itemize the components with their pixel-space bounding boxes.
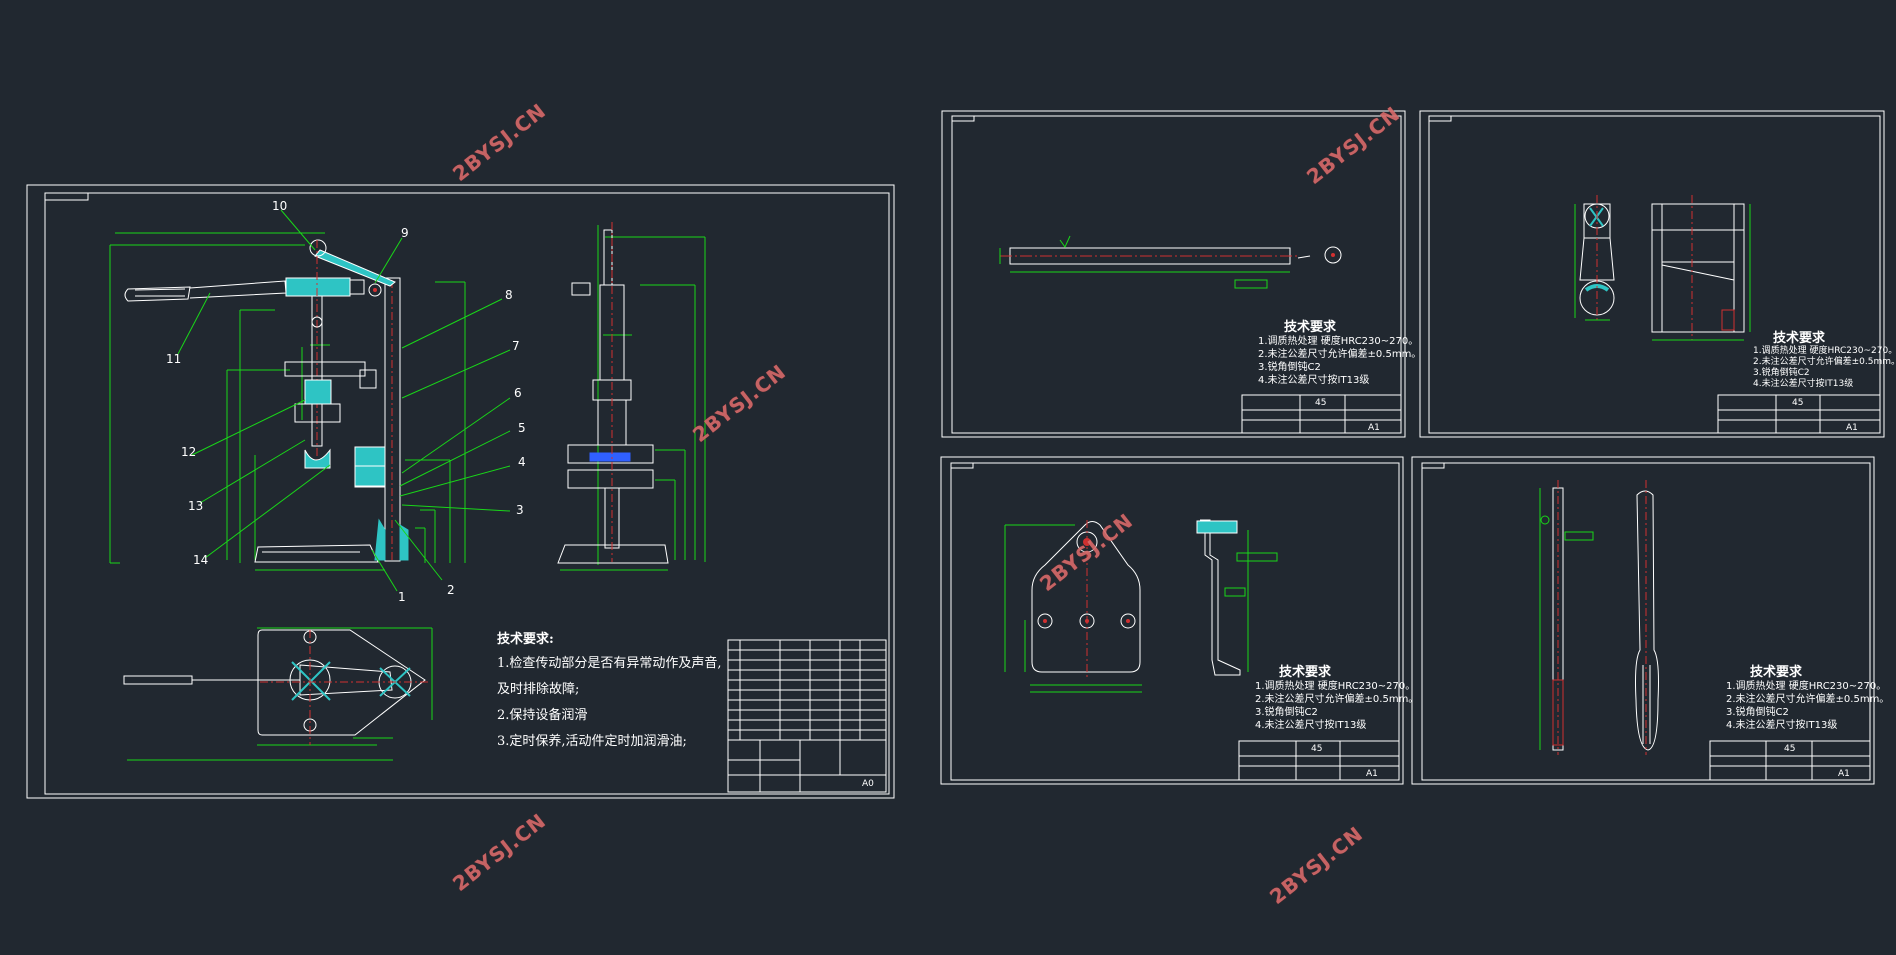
sheet-3 <box>940 456 1404 785</box>
requirements-line: 2.未注公差尺寸允许偏差±0.5mm。 <box>1255 694 1419 705</box>
requirements-line: 2.未注公差尺寸允许偏差±0.5mm。 <box>1753 357 1896 367</box>
requirements-line: 4.未注公差尺寸按IT13级 <box>1255 720 1367 731</box>
requirements-line: 4.未注公差尺寸按IT13级 <box>1753 379 1854 389</box>
requirements-line: 2.保持设备润滑 <box>497 708 588 723</box>
part-number: 13 <box>188 499 204 513</box>
requirements-line: 1.调质热处理 硬度HRC230~270。 <box>1726 681 1887 692</box>
main-technical-requirements: 技术要求: 1.检查传动部分是否有异常动作及声音, 及时排除故障; 2.保持设备… <box>497 628 722 755</box>
sheet-1-technical-requirements: 技术要求 1.调质热处理 硬度HRC230~270。 2.未注公差尺寸允许偏差±… <box>1258 316 1421 387</box>
requirements-title: 技术要求 <box>1284 320 1337 335</box>
requirements-title: 技术要求 <box>1279 665 1332 680</box>
sheet-2 <box>1419 110 1885 438</box>
part-number: 14 <box>193 553 209 567</box>
main-sheet-size: A0 <box>862 779 874 789</box>
requirements-line: 3.锐角倒钝C2 <box>1726 707 1789 718</box>
part-number: 9 <box>401 226 409 240</box>
assembly-top-view <box>123 627 433 761</box>
requirements-title: 技术要求 <box>1773 331 1826 346</box>
requirements-line: 1.调质热处理 硬度HRC230~270。 <box>1255 681 1416 692</box>
sheet-3-technical-requirements: 技术要求 1.调质热处理 硬度HRC230~270。 2.未注公差尺寸允许偏差±… <box>1255 661 1418 732</box>
requirements-line: 1.调质热处理 硬度HRC230~270。 <box>1258 336 1419 347</box>
sheet-3-material: 45 <box>1311 744 1323 754</box>
part-number: 8 <box>505 288 513 302</box>
requirements-line: 4.未注公差尺寸按IT13级 <box>1258 375 1370 386</box>
sheet-3-size: A1 <box>1366 769 1378 779</box>
main-sheet-inner-frame <box>44 192 890 795</box>
sheet-2-size: A1 <box>1846 423 1858 433</box>
main-sheet-outer-frame <box>26 184 895 799</box>
requirements-line: 3.定时保养,活动件定时加润滑油; <box>497 734 687 749</box>
part-number: 3 <box>516 503 524 517</box>
main-sheet-code-box <box>44 192 89 201</box>
requirements-line: 3.锐角倒钝C2 <box>1753 368 1810 378</box>
part-number: 5 <box>518 421 526 435</box>
requirements-line: 3.锐角倒钝C2 <box>1258 362 1321 373</box>
part-number: 6 <box>514 386 522 400</box>
part-number: 10 <box>272 199 288 213</box>
sheet-2-material: 45 <box>1792 398 1804 408</box>
sheet-4-size: A1 <box>1838 769 1850 779</box>
assembly-front-view <box>109 209 511 592</box>
main-title-block <box>727 639 887 793</box>
requirements-line: 1.检查传动部分是否有异常动作及声音, <box>497 656 722 671</box>
part-number: 12 <box>181 445 197 459</box>
sheet-1-size: A1 <box>1368 423 1380 433</box>
sheet-1-material: 45 <box>1315 398 1327 408</box>
part-number: 11 <box>166 352 182 366</box>
sheet-4 <box>1411 456 1875 785</box>
main-sheet <box>26 184 895 799</box>
requirements-line: 1.调质热处理 硬度HRC230~270。 <box>1753 346 1896 356</box>
sheet-4-technical-requirements: 技术要求 1.调质热处理 硬度HRC230~270。 2.未注公差尺寸允许偏差±… <box>1726 661 1889 732</box>
assembly-side-view <box>557 222 706 571</box>
requirements-title: 技术要求 <box>1750 665 1803 680</box>
part-number: 1 <box>398 590 406 604</box>
requirements-title: 技术要求: <box>497 632 554 647</box>
requirements-line: 2.未注公差尺寸允许偏差±0.5mm。 <box>1726 694 1890 705</box>
requirements-line: 4.未注公差尺寸按IT13级 <box>1726 720 1838 731</box>
sheet-4-material: 45 <box>1784 744 1796 754</box>
part-number: 2 <box>447 583 455 597</box>
requirements-line: 2.未注公差尺寸允许偏差±0.5mm。 <box>1258 349 1422 360</box>
requirements-line: 3.锐角倒钝C2 <box>1255 707 1318 718</box>
part-number: 7 <box>512 339 520 353</box>
part-number: 4 <box>518 455 526 469</box>
sheet-2-technical-requirements: 技术要求 1.调质热处理 硬度HRC230~270。 2.未注公差尺寸允许偏差±… <box>1753 327 1896 390</box>
requirements-line: 及时排除故障; <box>497 682 580 697</box>
